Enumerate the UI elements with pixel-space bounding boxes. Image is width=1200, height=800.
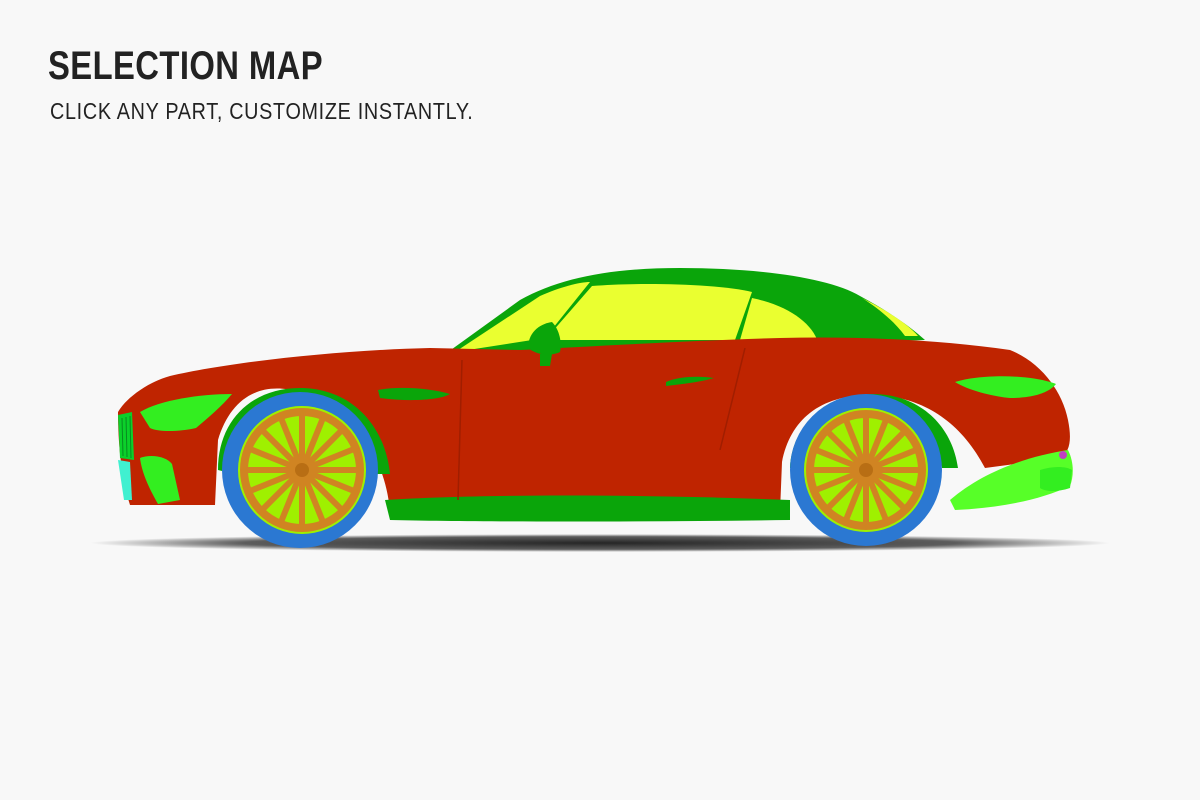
page-title: SELECTION MAP bbox=[48, 44, 324, 88]
front-window-part[interactable] bbox=[455, 282, 590, 352]
taillight-part[interactable] bbox=[955, 376, 1056, 398]
side-window-part[interactable] bbox=[545, 284, 752, 340]
rear-window-part[interactable] bbox=[740, 298, 818, 342]
front-air-intake-part[interactable] bbox=[140, 456, 180, 504]
side-mirror-part[interactable] bbox=[528, 322, 561, 355]
front-splitter-part[interactable] bbox=[118, 460, 132, 500]
car-body-part[interactable] bbox=[118, 337, 1070, 513]
side-skirt-part[interactable] bbox=[385, 495, 790, 522]
exhaust-part[interactable] bbox=[1040, 467, 1072, 491]
front-wheel[interactable] bbox=[222, 392, 378, 548]
grille-line bbox=[129, 415, 132, 459]
ground-shadow bbox=[90, 534, 1110, 552]
rear-diffuser-part[interactable] bbox=[950, 450, 1073, 510]
headlight-part[interactable] bbox=[140, 394, 232, 431]
door-seam-rear bbox=[719, 347, 746, 451]
front-rim-part[interactable] bbox=[240, 408, 364, 532]
rear-quarter-glass-part[interactable] bbox=[862, 298, 918, 336]
rear-hub-cap bbox=[859, 463, 873, 477]
side-vent-part[interactable] bbox=[378, 387, 450, 401]
mirror-arm bbox=[540, 354, 552, 366]
rear-rim-part[interactable] bbox=[806, 410, 926, 530]
page-subtitle: CLICK ANY PART, CUSTOMIZE INSTANTLY. bbox=[50, 98, 474, 124]
door-handle-part[interactable] bbox=[666, 376, 714, 386]
rear-reflector-part[interactable] bbox=[1059, 451, 1067, 459]
door-seam-front bbox=[457, 359, 463, 501]
rear-wheel[interactable] bbox=[790, 394, 942, 546]
grille-line bbox=[121, 417, 124, 457]
front-hub-cap bbox=[295, 463, 309, 477]
grille-line bbox=[125, 416, 128, 458]
